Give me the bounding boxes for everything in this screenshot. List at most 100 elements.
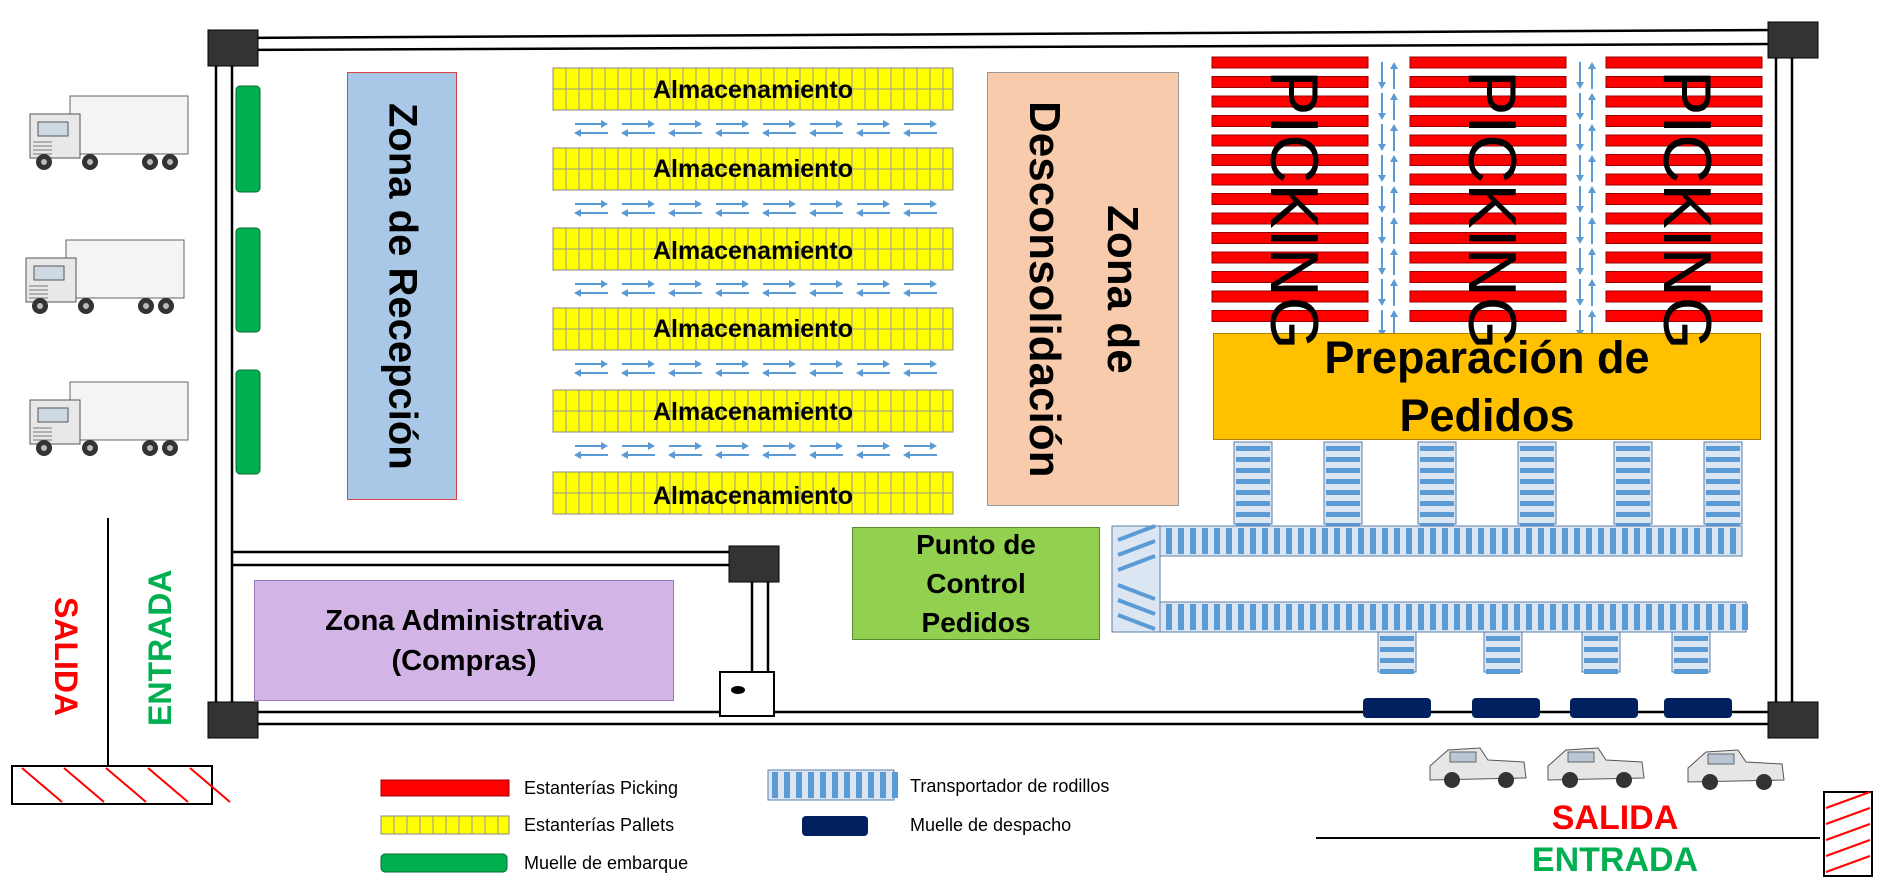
legend-symbols: [380, 769, 898, 873]
roller: [1646, 604, 1652, 630]
aisle-arrow-head: [695, 120, 702, 128]
roller: [1610, 604, 1616, 630]
roller: [856, 772, 862, 798]
column: [1767, 701, 1819, 739]
aisle-arrow-head: [930, 200, 937, 208]
aisle-arrow-head: [1588, 186, 1596, 193]
roller: [1706, 446, 1740, 451]
picking-aisle-arrows: [1390, 62, 1398, 337]
aisle-arrow-head: [715, 129, 722, 137]
roller: [1380, 647, 1414, 652]
roller: [1420, 479, 1454, 484]
aisle-arrow-head: [601, 200, 608, 208]
roller: [1236, 446, 1270, 451]
roller: [1674, 636, 1708, 641]
picking-rack: [1409, 310, 1567, 322]
roller: [1406, 604, 1412, 630]
roller: [1334, 604, 1340, 630]
picking-rack-block: [1211, 56, 1369, 322]
aisle-arrow-head: [762, 209, 769, 217]
roller: [1584, 658, 1618, 663]
control-box-dot: [731, 686, 745, 694]
roller: [1682, 528, 1688, 554]
aisle-arrow-head: [1576, 175, 1584, 182]
roller: [1394, 528, 1400, 554]
roller-conveyor: [1483, 631, 1523, 674]
roller: [1486, 647, 1520, 652]
roller: [1586, 604, 1592, 630]
aisle-arrow-head: [621, 451, 628, 459]
aisle-arrow-head: [1378, 206, 1386, 213]
roller: [1574, 604, 1580, 630]
truck-hub: [143, 303, 149, 309]
dispatch-dock: [1363, 698, 1431, 718]
aisle-arrow-head: [1390, 217, 1398, 224]
aisle-arrows: [574, 200, 937, 217]
picking-rack: [1211, 76, 1369, 88]
picking-aisle-arrows: [1576, 62, 1584, 337]
aisle-arrow-head: [883, 442, 890, 450]
roller: [1706, 468, 1740, 473]
truck-hub: [41, 159, 47, 165]
roller: [844, 772, 850, 798]
aisle-arrows: [574, 280, 937, 297]
aisle-arrow-head: [1390, 155, 1398, 162]
roller: [808, 772, 814, 798]
roller: [1616, 457, 1650, 462]
roller: [1117, 613, 1156, 631]
aisle-arrow-head: [621, 129, 628, 137]
control-box: [719, 671, 775, 717]
roller: [1598, 604, 1604, 630]
roller: [1382, 528, 1388, 554]
roller-conveyor: [1233, 441, 1273, 528]
aisle-arrow-head: [715, 369, 722, 377]
picking-rack: [1605, 193, 1763, 205]
roller: [1382, 604, 1388, 630]
truck-hub: [87, 159, 93, 165]
aisle-arrow-head: [574, 209, 581, 217]
roller: [1454, 528, 1460, 554]
picking-rack: [1605, 115, 1763, 127]
roller: [1226, 604, 1232, 630]
storage-row-label: Almacenamiento: [652, 398, 854, 426]
roller: [1502, 604, 1508, 630]
aisle-arrow-head: [883, 360, 890, 368]
barrier-stripe: [189, 767, 231, 803]
roller: [1670, 528, 1676, 554]
column: [207, 701, 259, 739]
roller-conveyor: [1671, 631, 1711, 674]
aisle-arrow-head: [1588, 310, 1596, 317]
roller: [1718, 604, 1724, 630]
picking-rack-block: [1409, 56, 1567, 322]
roller: [1326, 501, 1360, 506]
aisle-arrow-head: [789, 360, 796, 368]
storage-row-label: Almacenamiento: [652, 237, 854, 265]
roller: [1730, 528, 1736, 554]
truck-trailer: [69, 381, 189, 441]
roller: [1674, 669, 1708, 674]
roller: [1190, 604, 1196, 630]
aisle-arrow-head: [762, 129, 769, 137]
picking-rack: [1409, 76, 1567, 88]
loading-dock: [235, 369, 261, 475]
aisle-arrow-head: [930, 442, 937, 450]
roller: [1236, 457, 1270, 462]
pallet-rack-row: [552, 307, 954, 351]
roller: [1490, 528, 1496, 554]
roller: [1616, 479, 1650, 484]
wall-line: [221, 42, 1777, 52]
barrier-stripe: [1825, 839, 1871, 857]
roller-conveyor: [1377, 631, 1417, 674]
roller-conveyor: [1613, 441, 1653, 528]
roller: [1346, 604, 1352, 630]
roller: [1670, 604, 1676, 630]
aisle-arrows: [574, 120, 937, 137]
roller: [1380, 669, 1414, 674]
picking-rack: [1409, 115, 1567, 127]
roller: [1550, 604, 1556, 630]
picking-rack: [1211, 271, 1369, 283]
aisle-arrow-head: [856, 289, 863, 297]
aisle-arrow-head: [903, 209, 910, 217]
roller: [1178, 528, 1184, 554]
truck-hub: [163, 303, 169, 309]
